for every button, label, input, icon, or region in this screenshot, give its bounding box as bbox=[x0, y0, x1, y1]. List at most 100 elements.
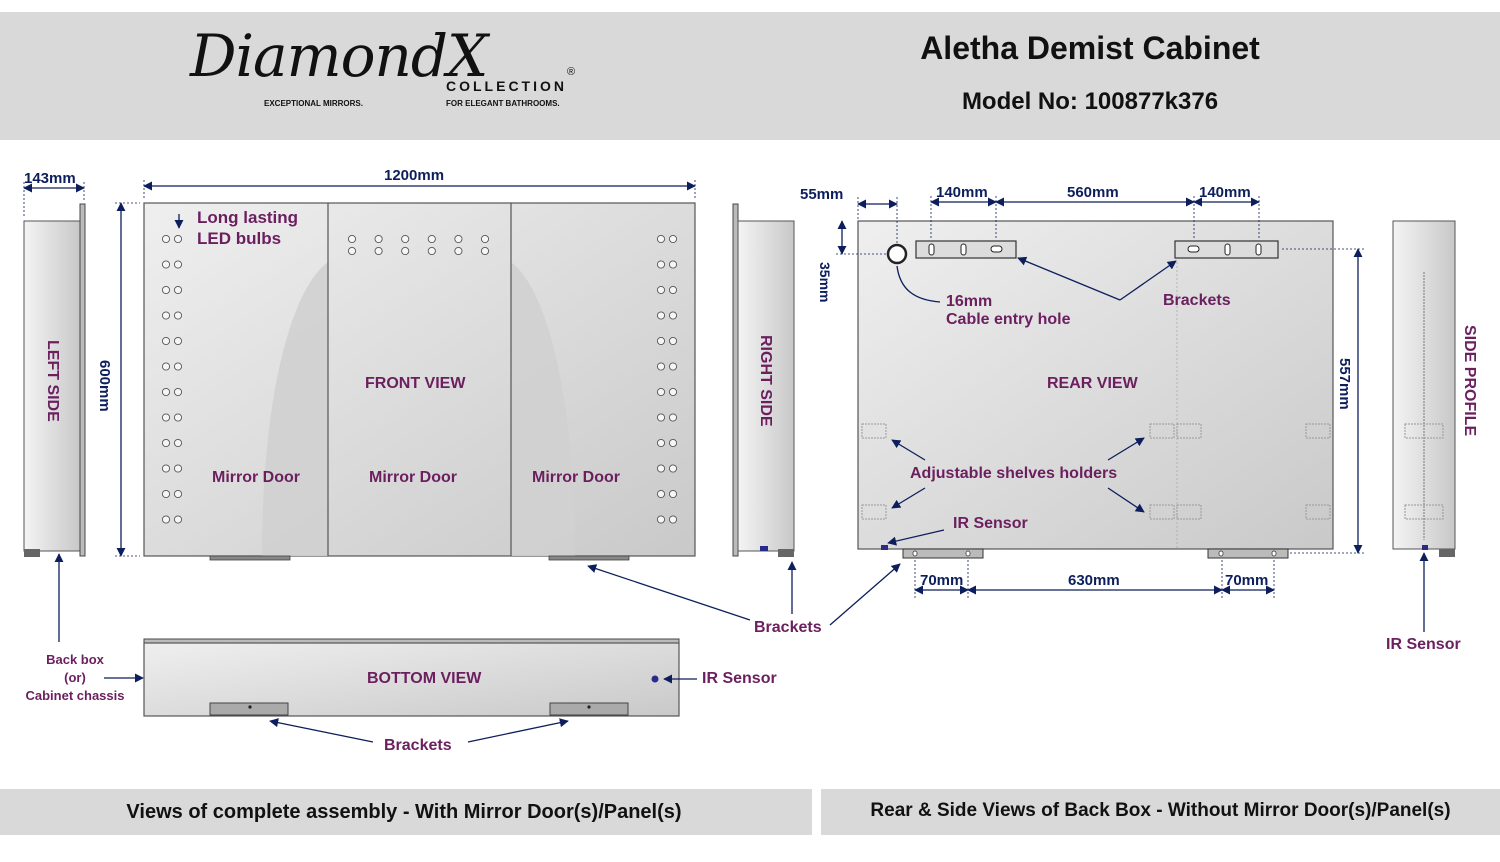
led-bulb bbox=[161, 438, 171, 448]
backbox-line3: Cabinet chassis bbox=[25, 688, 125, 703]
dimension-lines bbox=[23, 180, 1429, 743]
led-bulb bbox=[454, 246, 463, 256]
dim-rear-35-text: 35mm bbox=[817, 262, 833, 303]
dim-rear-70a: 70mm bbox=[920, 572, 964, 589]
right-side-panel bbox=[732, 203, 795, 557]
front-view-label: FRONT VIEW bbox=[365, 375, 466, 392]
brand-logo: DiamondX COLLECTION ® EXCEPTIONAL MIRROR… bbox=[190, 22, 590, 127]
backbox-line1: Back box bbox=[46, 652, 104, 667]
led-bulb bbox=[668, 438, 678, 448]
footer-left-text: Views of complete assembly - With Mirror… bbox=[126, 801, 682, 823]
shelf-holders bbox=[861, 423, 1331, 520]
led-bulb bbox=[668, 387, 678, 397]
cable-hole-line2: Cable entry hole bbox=[946, 311, 1071, 328]
led-bulb bbox=[161, 260, 171, 269]
shelf-holder bbox=[1149, 423, 1175, 439]
led-bulb bbox=[656, 413, 666, 422]
led-bulb bbox=[173, 311, 183, 320]
led-bulb bbox=[347, 234, 357, 244]
dim-height-600-text: 600mm bbox=[96, 360, 113, 412]
led-bulb bbox=[668, 413, 678, 422]
model-number: Model No: 100877k376 bbox=[961, 88, 1219, 115]
led-bulb bbox=[161, 285, 171, 295]
mirror-door-1: Mirror Door bbox=[212, 469, 300, 486]
dim-rear-557-text: 557mm bbox=[1336, 358, 1353, 410]
led-bulb bbox=[374, 234, 383, 244]
led-label-line1: Long lasting bbox=[197, 208, 299, 227]
led-bulb bbox=[173, 438, 183, 448]
logo-registered: ® bbox=[567, 66, 576, 78]
led-bulb bbox=[173, 489, 183, 499]
led-bulb bbox=[401, 234, 410, 244]
led-bulb bbox=[480, 246, 490, 256]
led-bulb bbox=[161, 362, 171, 371]
left-side-text: LEFT SIDE bbox=[44, 340, 61, 422]
led-bulb bbox=[161, 489, 171, 499]
front-view-cabinet bbox=[143, 202, 696, 561]
led-bulb bbox=[173, 362, 183, 371]
dim-depth-143: 143mm bbox=[24, 170, 76, 187]
led-bulb bbox=[668, 285, 678, 295]
header-band bbox=[0, 12, 1500, 140]
led-bulb bbox=[161, 413, 171, 422]
led-bulb bbox=[173, 464, 183, 473]
led-bulb bbox=[656, 362, 666, 371]
rear-view-box bbox=[857, 220, 1334, 559]
led-bulb bbox=[161, 311, 171, 320]
right-side-label: RIGHT SIDE bbox=[756, 335, 780, 445]
led-bulb bbox=[161, 234, 171, 244]
dim-rear-560: 560mm bbox=[1067, 184, 1119, 201]
led-bulb bbox=[454, 234, 463, 244]
shelf-holder bbox=[1176, 504, 1202, 520]
led-bulbs bbox=[161, 234, 678, 524]
dim-rear-55: 55mm bbox=[800, 186, 844, 203]
led-bulb bbox=[656, 387, 666, 397]
shelf-holder bbox=[1305, 504, 1331, 520]
dim-rear-70b: 70mm bbox=[1225, 572, 1269, 589]
ir-sensor-bottom-label: IR Sensor bbox=[702, 670, 777, 687]
led-bulb bbox=[161, 515, 171, 524]
side-ir-sensor-label: IR Sensor bbox=[1386, 636, 1461, 653]
led-bulb bbox=[173, 285, 183, 295]
shelf-holder bbox=[861, 423, 887, 439]
led-bulb bbox=[374, 246, 383, 256]
led-bulb bbox=[173, 515, 183, 524]
dim-width-1200: 1200mm bbox=[384, 167, 445, 184]
backbox-line2: (or) bbox=[64, 670, 86, 685]
shelf-holder bbox=[1305, 423, 1331, 439]
left-side-label: LEFT SIDE bbox=[43, 340, 67, 440]
right-side-text: RIGHT SIDE bbox=[757, 335, 774, 427]
led-bulb bbox=[656, 489, 666, 499]
led-bulb bbox=[656, 464, 666, 473]
led-bulb bbox=[656, 515, 666, 524]
led-bulb bbox=[668, 464, 678, 473]
led-bulb bbox=[656, 260, 666, 269]
led-bulb bbox=[173, 387, 183, 397]
footer-band-left bbox=[0, 789, 812, 835]
led-bulb bbox=[656, 336, 666, 346]
left-side-panel bbox=[23, 203, 86, 557]
brackets-mid-label: Brackets bbox=[754, 619, 822, 636]
led-bulb bbox=[161, 387, 171, 397]
cable-hole-line1: 16mm bbox=[946, 293, 993, 310]
logo-collection: COLLECTION bbox=[446, 78, 567, 94]
side-profile-label: SIDE PROFILE bbox=[1460, 325, 1484, 455]
led-bulb bbox=[173, 234, 183, 244]
led-bulb bbox=[427, 234, 436, 244]
led-bulb bbox=[668, 515, 678, 524]
mirror-door-3: Mirror Door bbox=[532, 469, 620, 486]
led-label-line2: LED bulbs bbox=[197, 229, 282, 248]
mirror-door-2: Mirror Door bbox=[369, 469, 457, 486]
led-bulb bbox=[668, 336, 678, 346]
led-bulb bbox=[173, 336, 183, 346]
footer-right-text: Rear & Side Views of Back Box - Without … bbox=[870, 800, 1451, 821]
dim-rear-557: 557mm bbox=[1336, 358, 1358, 418]
led-bulb bbox=[668, 489, 678, 499]
led-bulb bbox=[173, 413, 183, 422]
led-bulb bbox=[347, 246, 357, 256]
logo-script: DiamondX bbox=[190, 22, 488, 90]
brackets-bottom-label: Brackets bbox=[384, 737, 452, 754]
rear-brackets-label: Brackets bbox=[1163, 292, 1231, 309]
bottom-view-cabinet bbox=[143, 638, 680, 717]
